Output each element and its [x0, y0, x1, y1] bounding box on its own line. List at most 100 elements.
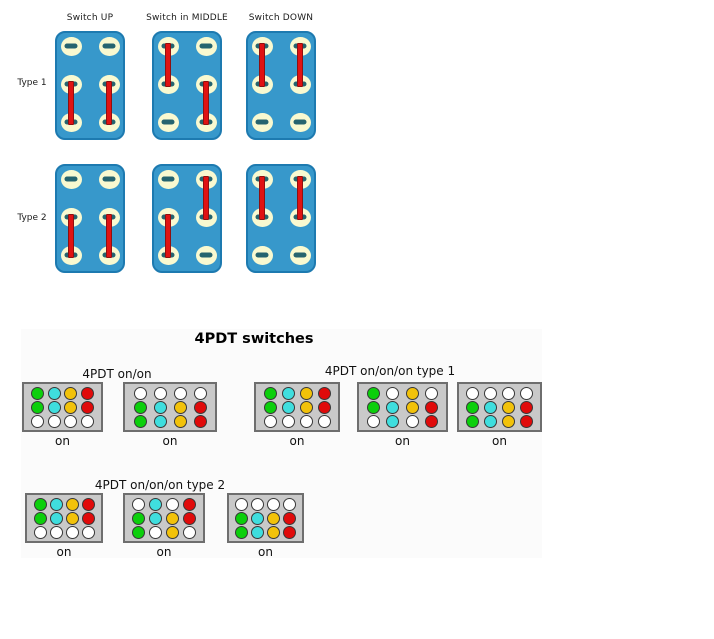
dot-cyan: [386, 400, 400, 414]
dot-white: [81, 414, 95, 428]
row-label-type-1: Type 1: [17, 78, 47, 88]
terminal-slot: [64, 43, 78, 49]
column-label-switch-down: Switch DOWN: [248, 13, 314, 23]
pdt-panel: [22, 382, 103, 432]
dot-green: [263, 386, 277, 400]
dot-yellow: [501, 400, 515, 414]
dot-white: [519, 386, 533, 400]
pdt-panel: [123, 382, 217, 432]
dot-yellow: [266, 525, 280, 539]
group-label-on-on-on-type2: 4PDT on/on/on type 2: [94, 478, 226, 492]
connector-bar: [297, 43, 303, 87]
dot-white: [153, 386, 167, 400]
terminal: [60, 169, 82, 189]
dot-cyan: [47, 386, 61, 400]
dpdt-switch: [246, 31, 316, 140]
terminal: [251, 112, 273, 132]
dot-white: [149, 525, 162, 539]
dot-yellow: [501, 414, 515, 428]
dot-yellow: [64, 400, 78, 414]
terminal: [157, 112, 179, 132]
dot-white: [49, 525, 63, 539]
connector-bar: [165, 214, 171, 258]
dot-cyan: [386, 414, 400, 428]
dot-green: [30, 400, 44, 414]
dot-red: [183, 497, 196, 511]
connector-bar: [259, 43, 265, 87]
terminal-slot: [255, 119, 269, 125]
dot-cyan: [251, 525, 265, 539]
dot-white: [299, 414, 313, 428]
dot-yellow: [64, 386, 78, 400]
dot-yellow: [299, 400, 313, 414]
dot-white: [133, 386, 147, 400]
terminal-slot: [293, 119, 307, 125]
dot-white: [30, 414, 44, 428]
row-label-type-2: Type 2: [17, 213, 47, 223]
terminal-slot: [64, 176, 78, 182]
terminal: [98, 36, 120, 56]
dot-green: [30, 386, 44, 400]
dot-yellow: [405, 400, 419, 414]
dot-white: [64, 414, 78, 428]
dot-white: [317, 414, 331, 428]
dot-yellow: [65, 497, 79, 511]
terminal: [289, 112, 311, 132]
dot-cyan: [484, 414, 498, 428]
dot-white: [166, 497, 179, 511]
dot-cyan: [149, 511, 162, 525]
dot-white: [81, 525, 95, 539]
dot-yellow: [405, 386, 419, 400]
dot-red: [81, 400, 95, 414]
panel-position-label: on: [258, 545, 273, 559]
dot-white: [263, 414, 277, 428]
dot-cyan: [153, 414, 167, 428]
dot-green: [132, 511, 145, 525]
dot-yellow: [65, 511, 79, 525]
terminal-slot: [255, 252, 269, 258]
terminal-slot: [161, 119, 175, 125]
dot-green: [367, 400, 381, 414]
dot-cyan: [281, 386, 295, 400]
dot-white: [33, 525, 47, 539]
dot-white: [266, 497, 280, 511]
dot-white: [281, 414, 295, 428]
dot-red: [81, 386, 95, 400]
terminal-slot: [293, 252, 307, 258]
connector-bar: [165, 43, 171, 87]
dot-green: [235, 525, 249, 539]
dot-white: [251, 497, 265, 511]
dot-green: [367, 386, 381, 400]
terminal-slot: [102, 176, 116, 182]
dot-green: [466, 400, 480, 414]
terminal: [157, 169, 179, 189]
terminal: [60, 36, 82, 56]
dot-white: [193, 386, 207, 400]
dot-red: [81, 497, 95, 511]
panel-position-label: on: [395, 434, 410, 448]
panel-position-label: on: [55, 434, 70, 448]
dot-green: [132, 525, 145, 539]
dot-red: [282, 511, 296, 525]
dot-cyan: [153, 400, 167, 414]
dot-white: [386, 386, 400, 400]
dot-white: [235, 497, 249, 511]
panel-position-label: on: [156, 545, 172, 559]
dot-yellow: [173, 400, 187, 414]
dpdt-switch: [55, 31, 125, 140]
dot-cyan: [281, 400, 295, 414]
terminal: [251, 245, 273, 265]
dot-white: [424, 386, 438, 400]
terminal-slot: [161, 176, 175, 182]
dot-white: [484, 386, 498, 400]
dot-cyan: [47, 400, 61, 414]
pdt-panel: [254, 382, 340, 432]
panel-position-label: on: [492, 434, 507, 448]
dot-yellow: [166, 525, 179, 539]
pdt-panel: [457, 382, 542, 432]
dot-cyan: [49, 511, 63, 525]
dot-red: [183, 511, 196, 525]
pdt-panel: [123, 493, 205, 543]
dot-red: [424, 400, 438, 414]
connector-bar: [297, 176, 303, 220]
